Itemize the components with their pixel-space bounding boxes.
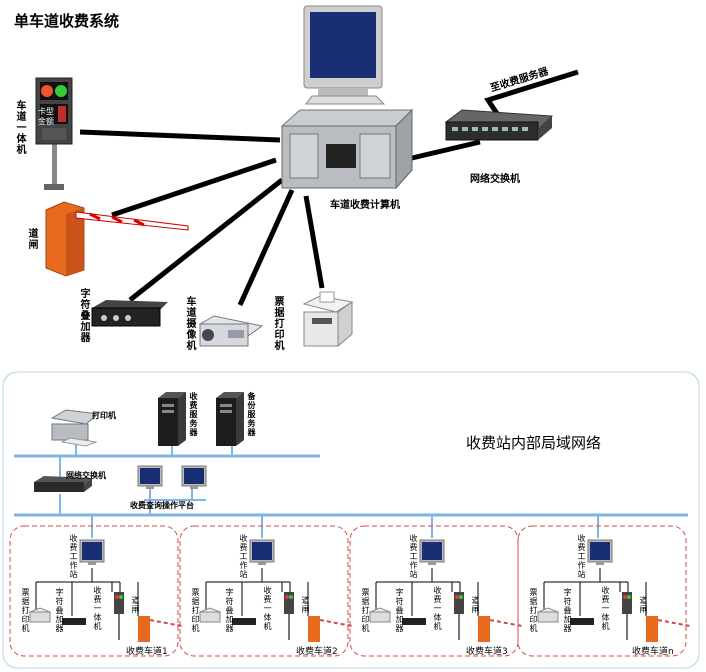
lane-n-barrier-label: 道闸 (639, 596, 648, 614)
lan-title: 收费站内部局域网络 (466, 434, 602, 452)
diagram-title: 单车道收费系统 (14, 12, 120, 30)
lane-2-terminal-label: 收费一体机 (263, 586, 272, 631)
query-platform-monitor-1-icon (137, 465, 163, 489)
lane-computer-chassis-icon (280, 108, 414, 190)
receipt-printer-icon (302, 291, 354, 348)
lane-n-label: 收费车道n (632, 647, 674, 657)
backup-server-label: 备份服务器 (247, 392, 256, 437)
lane-2-receipt-label: 票据打印机 (191, 588, 200, 633)
lane-3-workstation-label: 收费工作站 (409, 534, 418, 579)
lane-3-terminal-label: 收费一体机 (433, 586, 442, 631)
lan-buses (14, 454, 688, 517)
lane-computer-monitor-icon (303, 5, 386, 105)
lane-1-workstation-label: 收费工作站 (69, 534, 78, 579)
lan-printer-label: 打印机 (92, 411, 116, 420)
lane-camera-icon (198, 315, 264, 347)
lane-2-label: 收费车道2 (296, 647, 338, 657)
network-switch-label: 网络交换机 (470, 174, 520, 185)
lan-switch-label: 网络交换机 (66, 471, 106, 480)
lane-3-label: 收费车道3 (466, 647, 508, 657)
lane-1-receipt-label: 票据打印机 (21, 588, 30, 633)
char-overlay-label: 字符叠加器 (78, 288, 89, 343)
toll-server-label: 收费服务器 (189, 392, 198, 437)
lane-n-receipt-label: 票据打印机 (529, 588, 538, 633)
barrier-label: 道闸 (26, 228, 37, 250)
lane-3-receipt-label: 票据打印机 (361, 588, 370, 633)
lane-2-workstation-label: 收费工作站 (239, 534, 248, 579)
lane-camera-label: 车道摄像机 (184, 296, 195, 351)
lane-3-overlay-label: 字符叠加器 (395, 588, 404, 633)
top-network-switch-icon (444, 109, 554, 141)
lane-2-overlay-label: 字符叠加器 (225, 588, 234, 633)
lane-1-overlay-label: 字符叠加器 (55, 588, 64, 633)
lane-1-terminal-label: 收费一体机 (93, 586, 102, 631)
lane-1-label: 收费车道1 (126, 647, 168, 657)
lane-2-barrier-label: 道闸 (301, 596, 310, 614)
lane-terminal-sign-icon (35, 77, 73, 190)
lan-network-switch-icon (34, 476, 92, 492)
sign-text-amount: 金额 (38, 117, 54, 126)
lane-1-barrier-label: 道闸 (131, 596, 140, 614)
lan-panel (2, 371, 700, 669)
lane-3-barrier-label: 道闸 (471, 596, 480, 614)
lane-n-workstation-label: 收费工作站 (577, 534, 586, 579)
backup-server-tower-icon (216, 392, 244, 446)
lane-n-terminal-label: 收费一体机 (601, 586, 610, 631)
query-platform-monitor-2-icon (181, 465, 207, 489)
toll-server-tower-icon (158, 392, 186, 446)
character-overlay-box-icon (91, 300, 168, 327)
receipt-printer-label: 票据打印机 (272, 296, 283, 351)
sign-text-card-type: 卡型 (38, 107, 54, 116)
barrier-gate-icon (45, 201, 189, 277)
query-platform-label: 收费查询操作平台 (130, 501, 194, 510)
lan-printer-icon (50, 409, 100, 447)
lane-n-overlay-label: 字符叠加器 (563, 588, 572, 633)
lane-computer-label: 车道收费计算机 (330, 200, 400, 211)
lane-terminal-label: 车道一体机 (14, 100, 25, 155)
